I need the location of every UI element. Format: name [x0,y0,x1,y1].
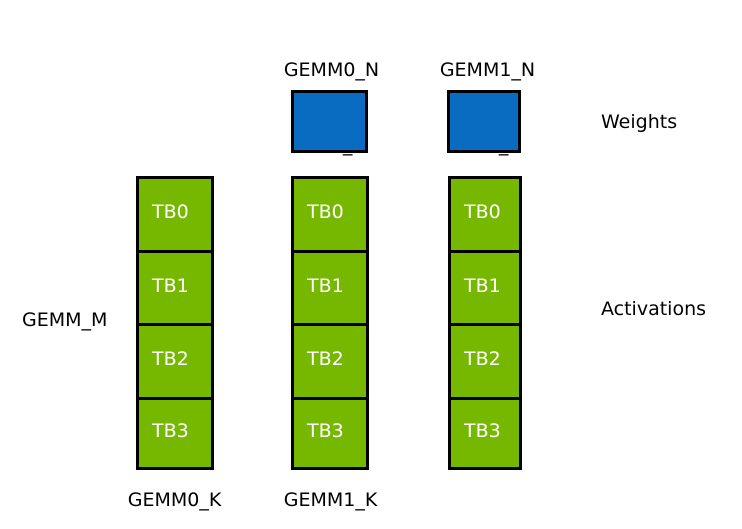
gemm0-weight-block [291,90,368,153]
activation-cell-label: TB1 [152,274,189,297]
activation-cell-label: TB3 [152,420,189,443]
activation-cell-label: TB0 [464,201,501,224]
activation-cell-label: TB2 [464,348,501,371]
activation-cell-label: TB2 [307,348,344,371]
activation-cell-label: TB0 [152,201,189,224]
activations-row-label: Activations [601,298,707,320]
activation-cell-label: TB1 [307,274,344,297]
activation-cell: TB0 [136,176,214,250]
gemm1-k-label: GEMM1_K [283,489,378,511]
activation-cell: TB3 [136,396,214,470]
activation-cell: TB3 [448,396,522,470]
gemm-m-label: GEMM_M [22,309,108,331]
activation-cell: TB2 [291,323,369,397]
activation-cell-label: TB0 [307,201,344,224]
activation-column-0: TB0 TB1 TB2 TB3 [136,176,214,470]
activation-cell: TB3 [291,396,369,470]
gemm1-weight-block [447,90,521,153]
activation-cell: TB2 [448,323,522,397]
activation-column-1: TB0 TB1 TB2 TB3 [291,176,369,470]
activation-cell-label: TB3 [307,420,344,443]
gemm0-k-label: GEMM0_K [127,489,222,511]
activation-cell: TB2 [136,323,214,397]
gemm0-n-header-line1: GEMM0_N [283,59,380,81]
activation-cell-label: TB1 [464,274,501,297]
weights-row-label: Weights [601,111,678,133]
activation-cell-label: TB3 [464,420,501,443]
activation-cell: TB1 [291,249,369,323]
activation-cell: TB0 [291,176,369,250]
activation-cell: TB1 [136,249,214,323]
gemm1-n-header-line1: GEMM1_N [439,59,536,81]
activation-cell-label: TB2 [152,348,189,371]
activation-cell: TB1 [448,249,522,323]
activation-cell: TB0 [448,176,522,250]
activation-column-2: TB0 TB1 TB2 TB3 [448,176,522,470]
